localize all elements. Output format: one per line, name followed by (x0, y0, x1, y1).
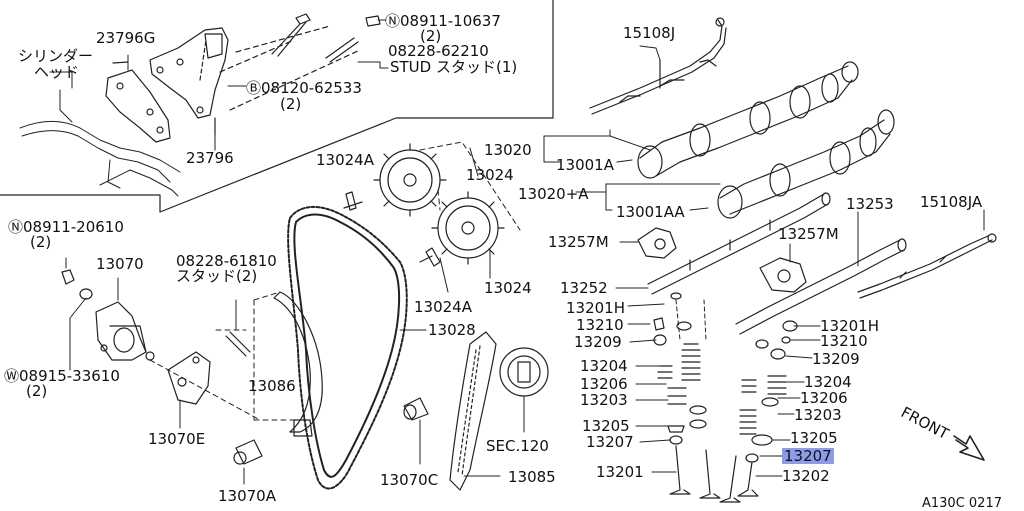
washer-08915 (69, 288, 93, 371)
label-13207-left: 13207 (586, 433, 634, 451)
label-13024A-top: 13024A (316, 151, 374, 169)
cylinder-head-outline (19, 71, 181, 197)
label-13024A-mid: 13024A (414, 298, 472, 316)
bolt-13024A-mid (419, 247, 441, 267)
camshaft-13020 (637, 61, 859, 179)
label-13206-right: 13206 (800, 389, 848, 407)
label-13024-top: 13024 (466, 166, 514, 184)
label-13070E: 13070E (148, 430, 206, 448)
rocker-13257M-left (637, 227, 677, 259)
rocker-shaft-13252 (647, 192, 831, 295)
leaders-right-valves (755, 325, 821, 477)
label-13203-left: 13203 (580, 391, 628, 409)
label-13201H-right: 13201H (820, 317, 879, 335)
label-n08911-20610-qty: (2) (30, 233, 52, 251)
label-13257M-left: 13257M (548, 233, 609, 251)
label-23796G: 23796G (96, 29, 156, 47)
label-13070A: 13070A (218, 487, 276, 505)
w-circle-icon: Ⓦ (4, 367, 20, 385)
plug-13070C (403, 397, 429, 465)
label-cylinder-head-2: ヘッド (34, 63, 80, 81)
bolt-group-inset (219, 13, 381, 111)
label-13203-right: 13203 (794, 406, 842, 424)
label-13070C: 13070C (380, 471, 439, 489)
bracket-15108J (589, 17, 727, 115)
sprocket-top (373, 143, 447, 217)
chain-guide-13085 (449, 331, 497, 491)
leaders-camshaft (543, 45, 721, 211)
label-13028: 13028 (428, 321, 476, 339)
label-13201H-left: 13201H (566, 299, 625, 317)
label-stud-1: STUD スタッド(1) (390, 58, 518, 76)
label-13206-left: 13206 (580, 375, 628, 393)
plug-13070A (233, 439, 263, 485)
label-n08911-10637-qty: (2) (420, 27, 442, 45)
leaders-inset (127, 19, 389, 151)
b-circle-icon: Ⓑ (246, 79, 262, 97)
label-13070: 13070 (96, 255, 144, 273)
label-13001AA: 13001AA (616, 203, 685, 221)
label-13204-left: 13204 (580, 357, 628, 375)
camshaft-13020A (717, 109, 895, 219)
label-13210-left: 13210 (576, 316, 624, 334)
label-13201: 13201 (596, 463, 644, 481)
nut-08911-20610 (61, 257, 75, 285)
timing-chain-13028 (287, 206, 408, 490)
sprocket-bottom (431, 191, 505, 265)
bracket-23796G (105, 61, 171, 143)
bolt-13024A-top (343, 191, 363, 211)
label-w08915-33610-qty: (2) (26, 382, 48, 400)
gasket-13070E (149, 351, 261, 429)
label-13020-A: 13020+A (518, 185, 589, 203)
label-08228-62210: 08228-62210 (388, 42, 489, 60)
label-13253: 13253 (846, 195, 894, 213)
label-b08120-62533: Ⓑ08120-62533 (246, 79, 362, 97)
label-13205-left: 13205 (582, 417, 630, 435)
tensioner-13070 (95, 277, 155, 361)
label-13252: 13252 (560, 279, 608, 297)
label-cylinder-head-1: シリンダー (18, 47, 94, 65)
leaders-left-valves (615, 241, 677, 473)
label-13001A: 13001A (556, 156, 614, 174)
n-circle-icon-2: Ⓝ (8, 218, 24, 236)
label-15108JA: 15108JA (920, 193, 983, 211)
label-13024-mid: 13024 (484, 279, 532, 297)
label-stud-2: スタッド(2) (176, 267, 258, 285)
guide-13086 (253, 291, 323, 437)
rocker-13257M-right (759, 243, 807, 293)
sprocket-dashes (419, 141, 521, 293)
label-diagram-code: A130C 0217 (922, 496, 1002, 511)
left-valve-stack (653, 292, 721, 499)
label-13210-right: 13210 (820, 332, 868, 350)
label-sec120: SEC.120 (486, 437, 549, 455)
bracket-15108JA (857, 209, 997, 299)
stud-08228-61810 (215, 299, 251, 357)
crank-sprocket (499, 347, 549, 433)
label-08228-61810: 08228-61810 (176, 252, 277, 270)
label-15108J: 15108J (623, 24, 676, 42)
label-13209-left: 13209 (574, 333, 622, 351)
rocker-shaft-13253 (735, 211, 907, 335)
label-13257M-right: 13257M (778, 225, 839, 243)
bracket-23796 (149, 27, 229, 136)
label-13209-right: 13209 (812, 350, 860, 368)
label-13205-right: 13205 (790, 429, 838, 447)
label-13020: 13020 (484, 141, 532, 159)
label-13086: 13086 (248, 377, 296, 395)
label-13207-right-highlighted[interactable]: 13207 (782, 447, 834, 465)
label-23796: 23796 (186, 149, 234, 167)
label-n08911-10637: Ⓝ08911-10637 (385, 12, 501, 30)
label-n08911-20610: Ⓝ08911-20610 (8, 218, 124, 236)
label-b08120-62533-qty: (2) (280, 95, 302, 113)
label-13202: 13202 (782, 467, 830, 485)
n-circle-icon: Ⓝ (385, 12, 401, 30)
label-w08915-33610: Ⓦ08915-33610 (4, 367, 120, 385)
inset-frame (0, 0, 554, 213)
front-arrow-icon (953, 435, 985, 461)
label-13204-right: 13204 (804, 373, 852, 391)
label-13085: 13085 (508, 468, 556, 486)
